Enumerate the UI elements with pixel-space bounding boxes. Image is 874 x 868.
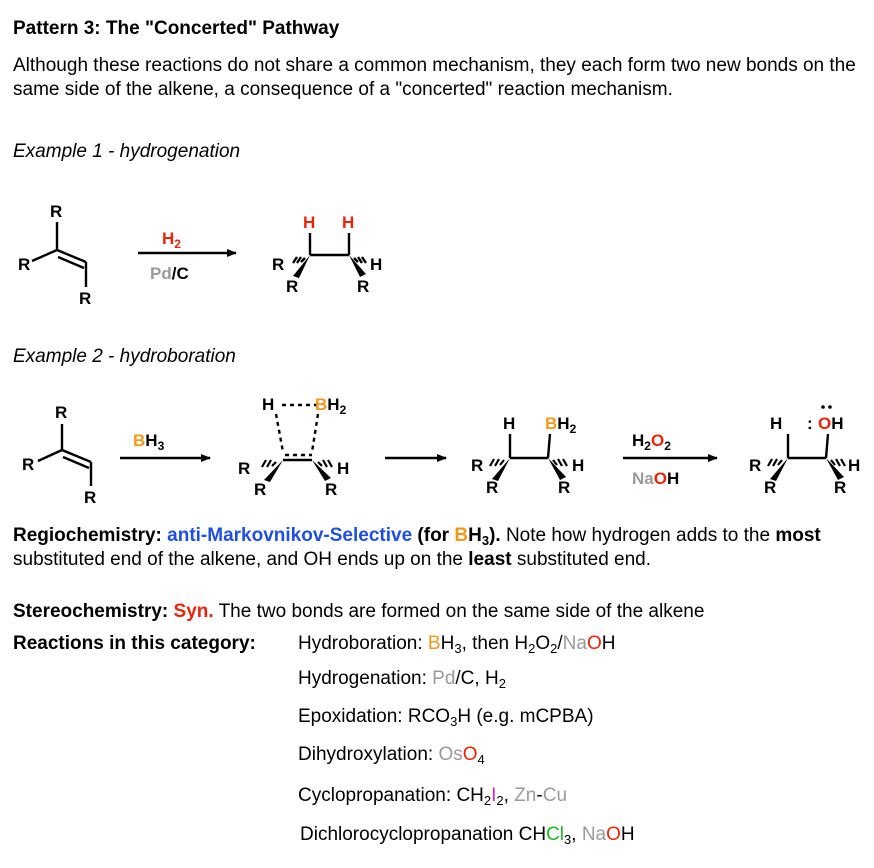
svg-text:OH: OH: [818, 414, 844, 433]
svg-text:R: R: [238, 459, 250, 478]
svg-text:H: H: [572, 456, 584, 475]
svg-text:R: R: [286, 277, 298, 296]
svg-text:R: R: [55, 403, 67, 422]
page-title: Pattern 3: The "Concerted" Pathway: [13, 18, 340, 39]
svg-text:R: R: [558, 478, 570, 497]
svg-text:BH3: BH3: [133, 431, 165, 453]
svg-text:H: H: [337, 459, 349, 478]
r-label: R: [50, 202, 62, 221]
svg-text:H: H: [303, 213, 315, 232]
stereochemistry-paragraph: Stereochemistry: Syn. The two bonds are …: [13, 600, 868, 624]
reaction-item: Dichlorocyclopropanation CHCl3, NaOH: [300, 824, 635, 847]
example1-product: [292, 233, 367, 264]
svg-text:H: H: [262, 395, 274, 414]
svg-text:R: R: [834, 478, 846, 497]
reaction-item: Epoxidation: RCO3H (e.g. mCPBA): [298, 706, 594, 729]
stereochemistry-label: Stereochemistry:: [13, 601, 169, 622]
reaction-item: Dihydroxylation: OsO4: [298, 744, 485, 767]
reaction-reagents: Pd/C, H2: [432, 668, 506, 691]
reaction-reagents: CHCl3, NaOH: [518, 824, 635, 847]
svg-text:R: R: [22, 455, 34, 474]
svg-text:R: R: [471, 456, 483, 475]
intro-paragraph: Although these reactions do not share a …: [13, 55, 856, 100]
reaction-reagents: RCO3H (e.g. mCPBA): [407, 706, 594, 729]
svg-text:R: R: [325, 480, 337, 499]
svg-text:R: R: [749, 456, 761, 475]
svg-text:R: R: [254, 480, 266, 499]
svg-text::: :: [807, 414, 813, 433]
reaction-item: Hydrogenation: Pd/C, H2: [298, 668, 506, 691]
r-label: R: [79, 289, 91, 308]
example2-heading: Example 2 - hydroboration: [13, 346, 236, 367]
svg-text:R: R: [764, 478, 776, 497]
reaction-reagents: OsO4: [438, 744, 485, 767]
svg-text:R: R: [486, 478, 498, 497]
regiochemistry-for: (for BH3).: [417, 525, 501, 548]
svg-text:H: H: [342, 213, 354, 232]
reagent-h2: H2: [162, 229, 181, 251]
svg-text:H: H: [503, 414, 515, 433]
example1-heading: Example 1 - hydrogenation: [13, 141, 241, 162]
stereochemistry-text: The two bonds are formed on the same sid…: [218, 601, 705, 622]
r-label: R: [18, 255, 30, 274]
reaction-reagents: BH3, then H2O2/NaOH: [427, 633, 616, 656]
reaction-item: Cyclopropanation: CH2I2, Zn-Cu: [298, 785, 568, 808]
regiochemistry-paragraph: Regiochemistry: anti-Markovnikov-Selecti…: [13, 524, 868, 572]
svg-text:R: R: [84, 488, 96, 507]
svg-text:H: H: [770, 414, 782, 433]
reagent-pdc: Pd/C: [150, 264, 189, 283]
reactions-label: Reactions in this category:: [13, 633, 256, 654]
svg-text:H: H: [848, 456, 860, 475]
svg-text:BH2: BH2: [315, 395, 347, 417]
regiochemistry-text: Note how hydrogen adds to the most subst…: [13, 525, 821, 570]
reaction-reagents: CH2I2, Zn-Cu: [456, 785, 568, 808]
svg-text:H: H: [370, 255, 382, 274]
svg-text:NaOH: NaOH: [632, 469, 679, 488]
regiochemistry-value: anti-Markovnikov-Selective: [167, 525, 413, 546]
svg-text:H2O2: H2O2: [632, 431, 671, 453]
svg-text:R: R: [272, 255, 284, 274]
reaction-item: Hydroboration: BH3, then H2O2/NaOH: [298, 633, 616, 656]
svg-text:BH2: BH2: [545, 414, 577, 436]
regiochemistry-label: Regiochemistry:: [13, 525, 162, 546]
stereochemistry-value: Syn.: [173, 601, 214, 622]
svg-text:R: R: [357, 277, 369, 296]
example2-alkene: [37, 424, 93, 486]
example1-alkene: [31, 222, 88, 287]
reaction-schemes: R R R H2 Pd/C H H R H R R R R R BH3: [18, 202, 860, 507]
